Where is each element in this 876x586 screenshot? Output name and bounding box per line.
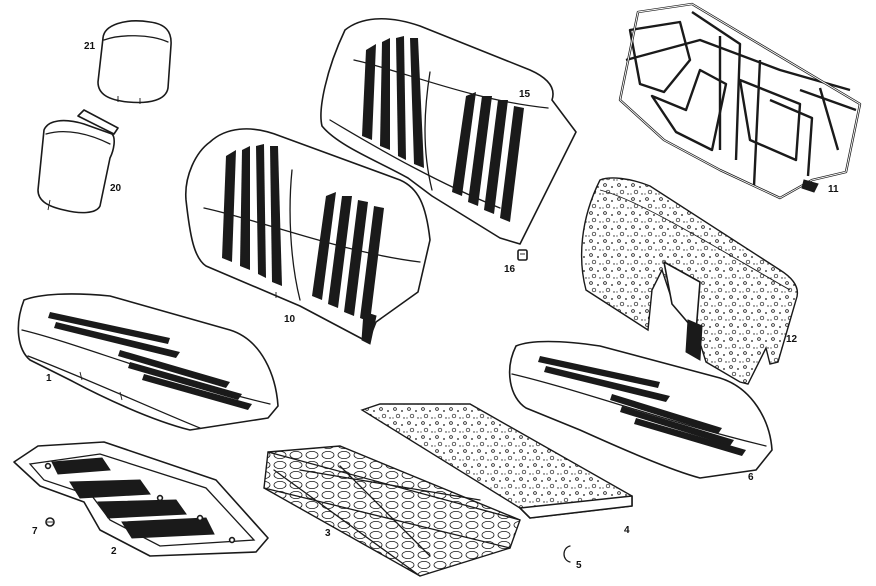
callout-11: 11 [828, 184, 839, 195]
backrest-cover-15 [320, 17, 577, 245]
backrest-frame-11 [618, 2, 862, 200]
seat-cushion-6 [508, 340, 773, 479]
callout-7: 7 [32, 526, 38, 537]
callout-6: 6 [748, 472, 754, 483]
headrest-21 [97, 20, 172, 104]
callout-2: 2 [111, 546, 117, 557]
backrest-foam-12 [580, 177, 799, 385]
fastener-7 [45, 517, 55, 527]
callout-12: 12 [786, 334, 798, 345]
clip-5 [563, 545, 571, 563]
backrest-10 [185, 128, 431, 345]
clip-16 [517, 249, 528, 261]
callout-10: 10 [284, 314, 296, 325]
seat-foam-4 [360, 403, 633, 519]
callout-21: 21 [84, 41, 96, 52]
callout-15: 15 [519, 89, 531, 100]
callout-20: 20 [110, 183, 122, 194]
callout-1: 1 [46, 373, 52, 384]
callout-4: 4 [624, 525, 630, 536]
seat-base-pan-2 [13, 441, 269, 557]
spring-unit-3 [263, 445, 521, 577]
callout-5: 5 [576, 560, 582, 571]
callout-3: 3 [325, 528, 331, 539]
callout-16: 16 [504, 264, 516, 275]
seat-cushion-1 [17, 293, 279, 431]
headrest-20 [37, 109, 119, 214]
